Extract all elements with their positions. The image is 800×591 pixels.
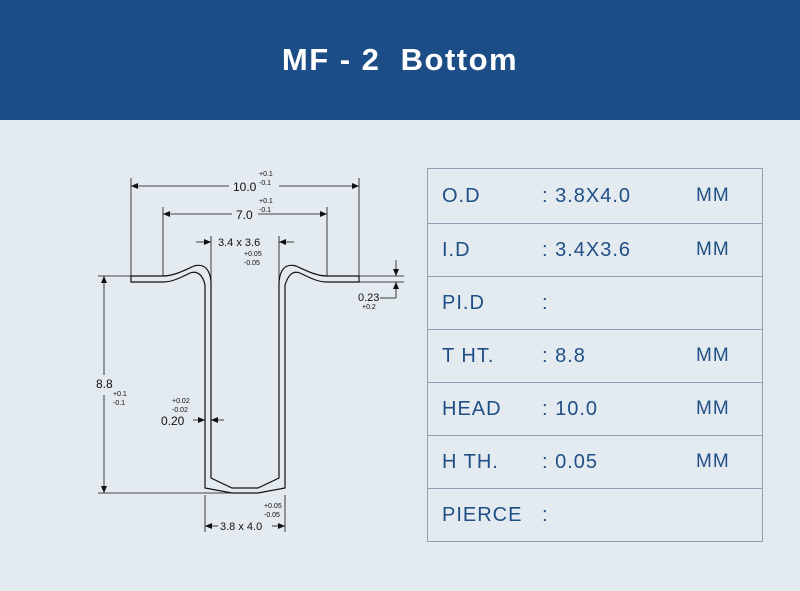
- spec-label: HEAD: [442, 397, 502, 420]
- flange-thickness-label: 0.23: [358, 292, 379, 304]
- spec-row-id: I.D : 3.4X3.6 MM: [428, 223, 762, 276]
- spec-label: PI.D: [442, 291, 485, 314]
- header-banner: MF - 2 Bottom: [0, 0, 800, 120]
- spec-value: : 0.05: [542, 450, 599, 473]
- height-tol-minus: -0.1: [113, 400, 125, 407]
- spec-value: : 3.8X4.0: [542, 184, 632, 207]
- spec-table: O.D : 3.8X4.0 MM I.D : 3.4X3.6 MM PI.D :…: [427, 168, 763, 542]
- spec-unit: MM: [696, 185, 730, 206]
- page-title: MF - 2 Bottom: [281, 42, 519, 77]
- spec-row-pierce: PIERCE :: [428, 488, 762, 541]
- dimension-lines: [101, 183, 399, 529]
- spec-row-od: O.D : 3.8X4.0 MM: [428, 169, 762, 223]
- od-dim-label: 3.8 x 4.0: [220, 521, 262, 533]
- technical-drawing: 10.0 +0.1 -0.1 7.0 +0.1 -0.1 3.4 x 3.6 +…: [0, 120, 420, 591]
- spec-unit: MM: [696, 345, 730, 366]
- cup-outline: [130, 264, 360, 494]
- dimension-labels: 10.0 +0.1 -0.1 7.0 +0.1 -0.1 3.4 x 3.6 +…: [96, 171, 379, 533]
- head-tol-plus: +0.1: [259, 171, 273, 178]
- wall-tol-minus: -0.02: [172, 407, 188, 414]
- height-tol-plus: +0.1: [113, 391, 127, 398]
- spec-label: T HT.: [442, 344, 495, 367]
- inner-tol-plus: +0.1: [259, 198, 273, 205]
- inner-width-label: 7.0: [236, 208, 253, 222]
- head-tol-minus: -0.1: [259, 180, 271, 187]
- spec-value: :: [542, 291, 549, 314]
- extension-lines: [98, 178, 404, 532]
- inner-tol-minus: -0.1: [259, 207, 271, 214]
- spec-label: I.D: [442, 238, 471, 261]
- spec-label: O.D: [442, 184, 481, 207]
- head-width-label: 10.0: [233, 180, 257, 194]
- height-label: 8.8: [96, 377, 113, 391]
- od-tol-minus: -0.05: [264, 512, 280, 519]
- id-tol-minus: -0.05: [244, 260, 260, 267]
- spec-value: : 10.0: [542, 397, 599, 420]
- spec-value: : 8.8: [542, 344, 586, 367]
- spec-row-head: HEAD : 10.0 MM: [428, 382, 762, 435]
- spec-unit: MM: [696, 398, 730, 419]
- spec-label: PIERCE: [442, 503, 523, 526]
- id-tol-plus: +0.05: [244, 251, 262, 258]
- spec-unit: MM: [696, 239, 730, 260]
- cup-profile-drawing: 10.0 +0.1 -0.1 7.0 +0.1 -0.1 3.4 x 3.6 +…: [96, 171, 404, 533]
- wall-thickness-label: 0.20: [161, 414, 185, 428]
- wall-tol-plus: +0.02: [172, 398, 190, 405]
- id-dim-label: 3.4 x 3.6: [218, 237, 260, 249]
- spec-row-pid: PI.D :: [428, 276, 762, 329]
- spec-value: :: [542, 503, 549, 526]
- spec-unit: MM: [696, 451, 730, 472]
- flange-thickness-tol: +0.2: [362, 304, 376, 311]
- spec-row-total-height: T HT. : 8.8 MM: [428, 329, 762, 382]
- spec-row-head-thickness: H TH. : 0.05 MM: [428, 435, 762, 488]
- od-tol-plus: +0.05: [264, 503, 282, 510]
- spec-value: : 3.4X3.6: [542, 238, 632, 261]
- spec-label: H TH.: [442, 450, 499, 473]
